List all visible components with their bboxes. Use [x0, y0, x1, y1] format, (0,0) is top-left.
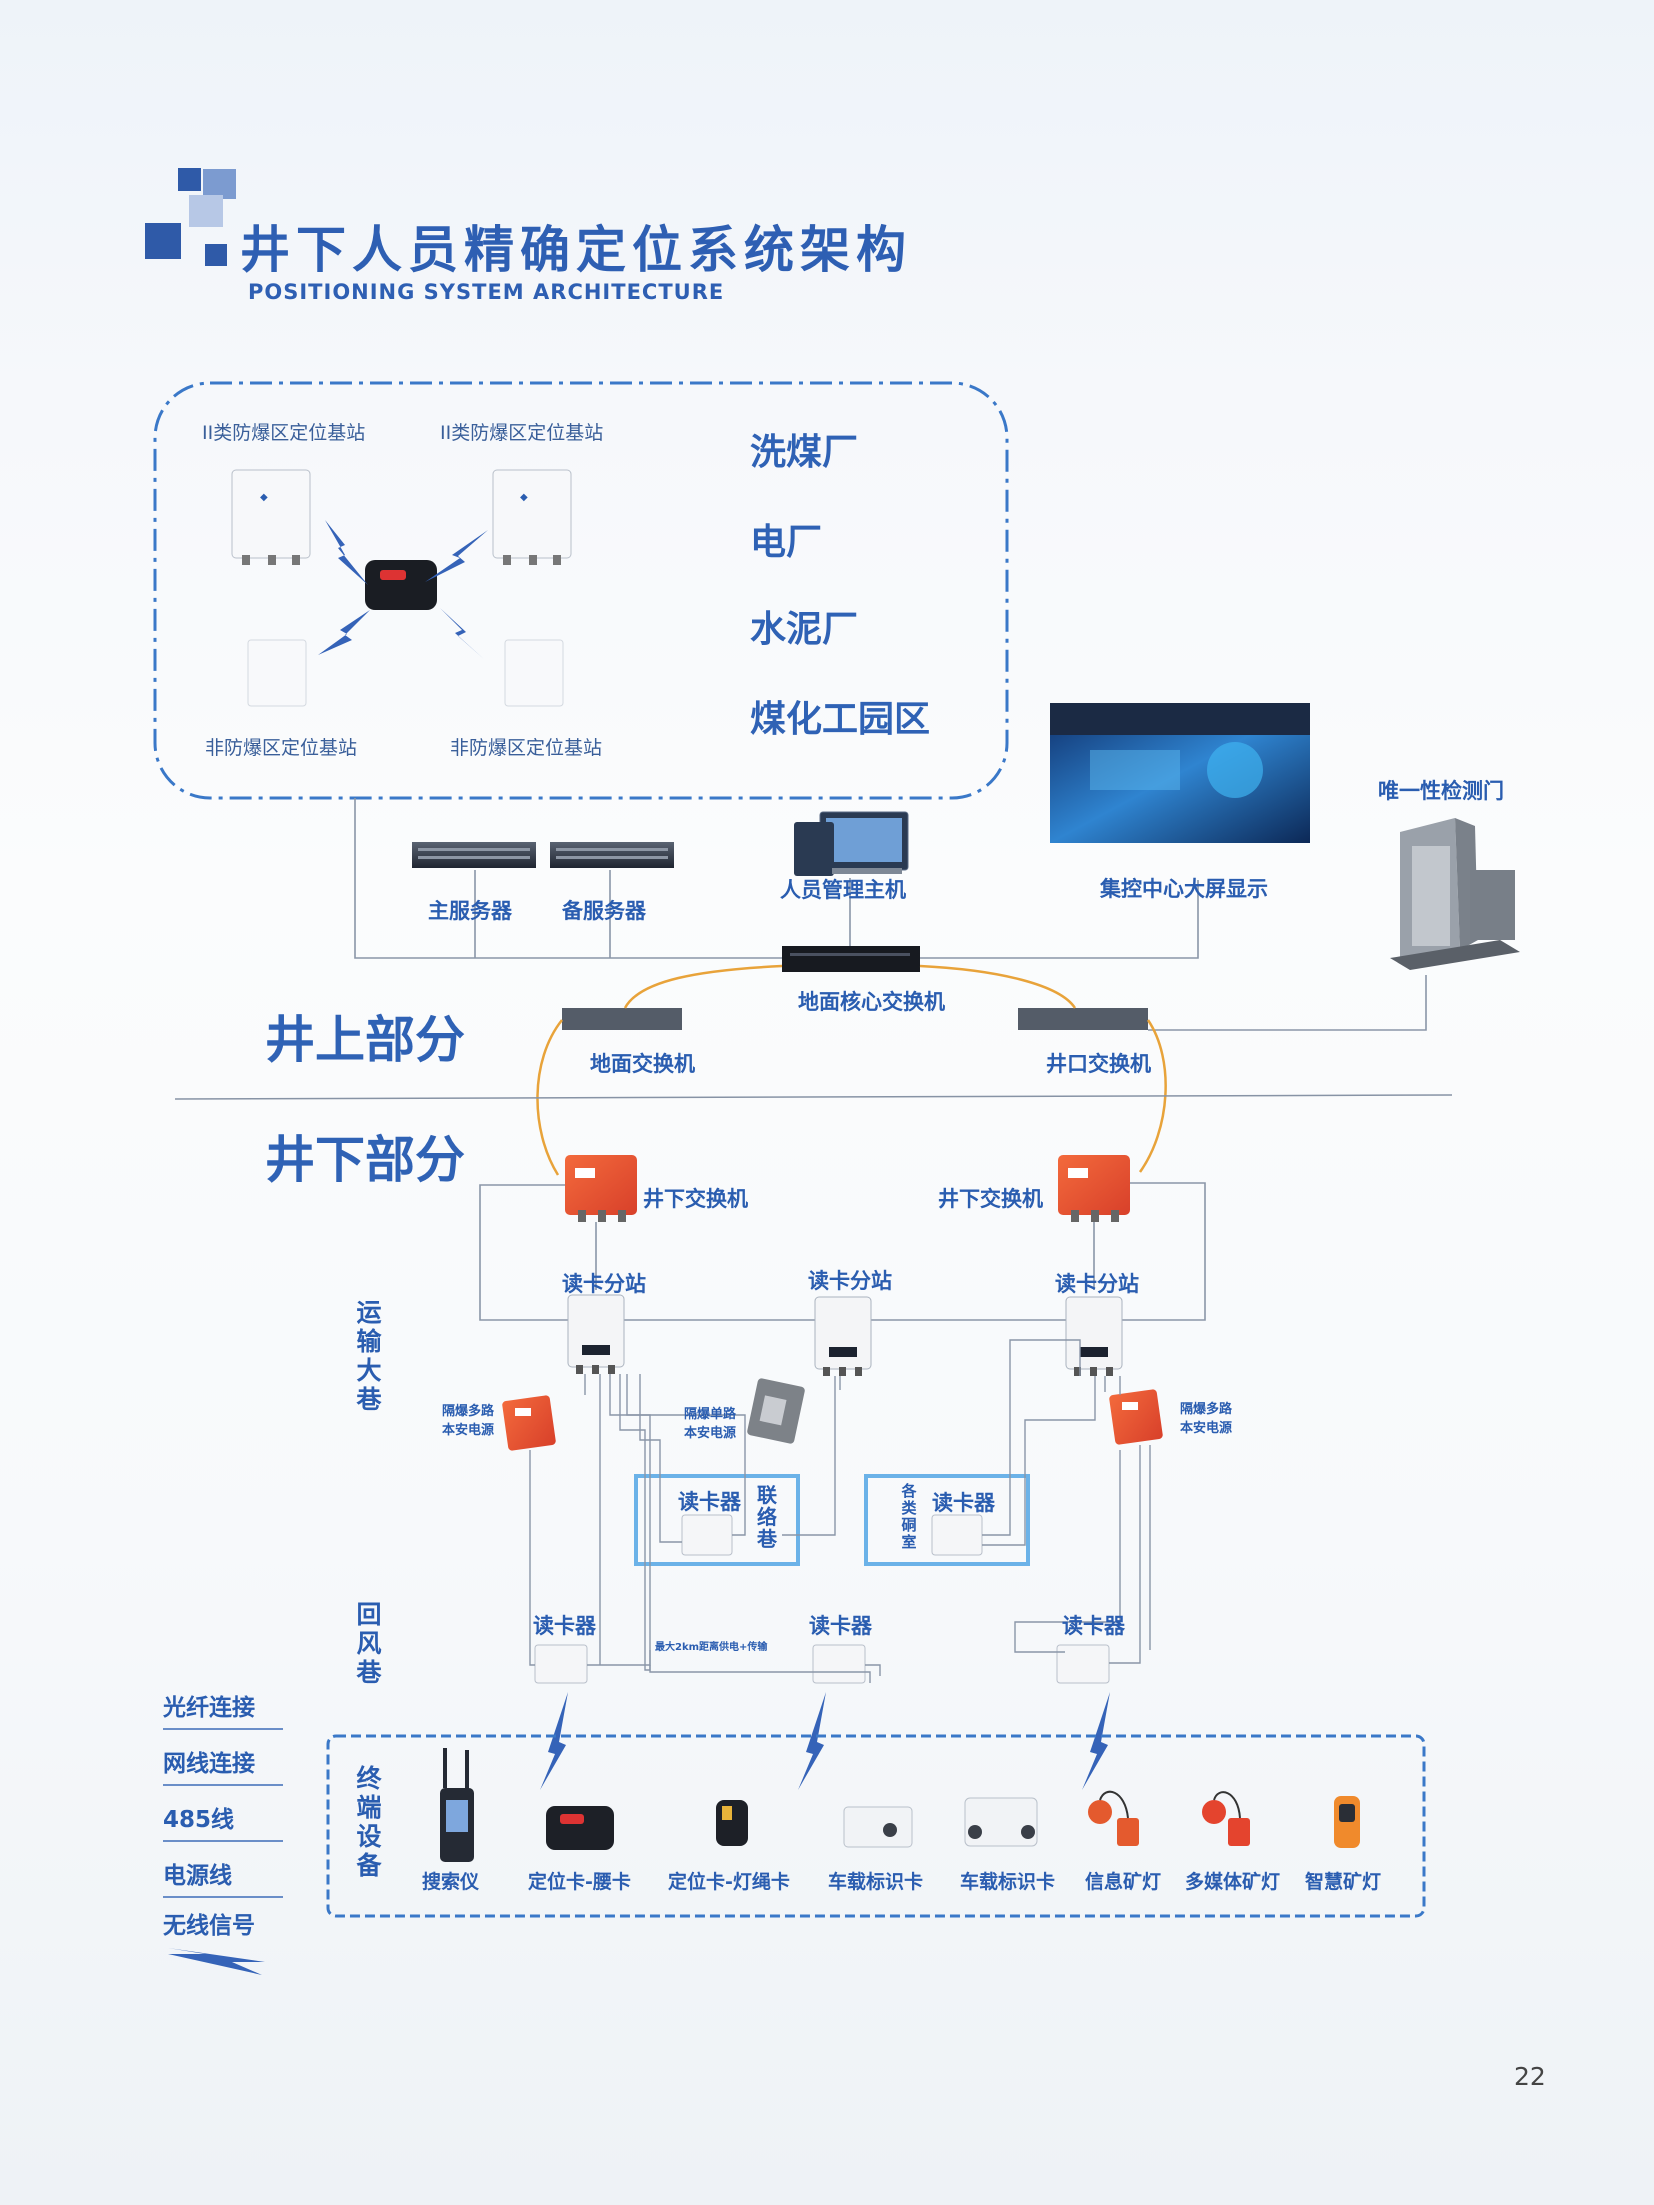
legend-fiber: 光纤连接: [163, 1688, 283, 1730]
liaison-lane-label: 联络巷: [757, 1483, 777, 1551]
terminal-searcher-label: 搜索仪: [422, 1871, 480, 1893]
page-subtitle: POSITIONING SYSTEM ARCHITECTURE: [248, 280, 725, 304]
psu-right-label: 隔爆多路本安电源: [1180, 1402, 1233, 1436]
terminal-vehicle-card-2-label: 车载标识卡: [960, 1871, 1056, 1893]
reader-2-label: 读卡器: [809, 1614, 872, 1638]
terminal-vehicle-card-1-label: 车载标识卡: [828, 1871, 924, 1893]
multimedia-lamp-device: [1202, 1791, 1250, 1846]
underground-section-title: 井下部分: [265, 1131, 465, 1189]
legend-power: 电源线: [163, 1856, 283, 1898]
reader-1-label: 读卡器: [533, 1614, 596, 1638]
smart-lamp-device: [1334, 1796, 1360, 1848]
main-server-label: 主服务器: [428, 899, 512, 923]
ex-station-left-device: ◆: [231, 469, 311, 565]
reader-1-device: [534, 1644, 588, 1684]
core-switch-device: [782, 946, 920, 972]
ground-switch-device: [562, 1008, 682, 1030]
searcher-device: [440, 1748, 474, 1862]
return-lane-label: 回风巷: [356, 1600, 382, 1687]
psu-right-device: [1109, 1389, 1163, 1445]
svg-text:◆: ◆: [520, 492, 528, 503]
substation-3-label: 读卡分站: [1055, 1272, 1139, 1296]
legend-wireless: 无线信号: [163, 1913, 255, 1939]
main-server-device: [412, 842, 536, 868]
terminal-belt-card-label: 定位卡-腰卡: [528, 1871, 631, 1893]
psu-left-label: 隔爆多路本安电源: [442, 1404, 495, 1438]
wireless-bolts-surface: [318, 520, 488, 660]
lamp-cord-card-device: [716, 1800, 748, 1846]
psu-mid-label: 隔爆单路本安电源: [684, 1407, 737, 1441]
liaison-lane-frame: [634, 1474, 800, 1566]
psu-mid-device: [747, 1378, 805, 1444]
vehicle-card-2-device: [964, 1797, 1038, 1847]
backup-server-label: 备服务器: [562, 899, 646, 923]
terminal-lamp-cord-card-label: 定位卡-灯绳卡: [668, 1871, 790, 1893]
reader-chamber-device: [931, 1514, 983, 1556]
legend-485: 485线: [163, 1800, 283, 1842]
reader-chamber-label: 读卡器: [932, 1491, 995, 1515]
terminal-smart-lamp-label: 智慧矿灯: [1305, 1871, 1382, 1893]
shaft-switch-device: [1018, 1008, 1148, 1030]
reader-liaison-device: [681, 1514, 733, 1556]
detect-gate-label: 唯一性检测门: [1378, 779, 1504, 803]
ex-station-right-label: II类防爆区定位基站: [440, 422, 604, 444]
wireless-bolts-underground: [540, 1692, 1110, 1790]
reader-3-label: 读卡器: [1062, 1614, 1125, 1638]
terminals-frame: [326, 1734, 1426, 1918]
terminal-info-lamp-label: 信息矿灯: [1085, 1871, 1162, 1893]
detect-gate-image: [1390, 818, 1520, 970]
underground-switch-left-label: 井下交换机: [643, 1187, 748, 1211]
ground-switch-label: 地面交换机: [590, 1052, 695, 1076]
backup-server-device: [550, 842, 674, 868]
ex-station-left-label: II类防爆区定位基站: [202, 422, 366, 444]
logo-squares-icon: [145, 165, 255, 270]
nonex-station-left-label: 非防爆区定位基站: [205, 737, 358, 759]
page-number: 22: [1514, 2062, 1546, 2091]
shaft-switch-label: 井口交换机: [1046, 1052, 1151, 1076]
substation-3-device: [1065, 1296, 1123, 1376]
chamber-label: 各类硐室: [901, 1482, 917, 1551]
nonex-station-left-device: [247, 639, 307, 707]
big-screen-image: [1050, 703, 1310, 843]
svg-text:◆: ◆: [260, 492, 268, 503]
substation-1-device: [567, 1294, 625, 1374]
reader-liaison-label: 读卡器: [678, 1490, 741, 1514]
underground-switch-right-device: [1058, 1155, 1130, 1222]
vehicle-card-1-device: [843, 1806, 913, 1848]
app-coal-washery: 洗煤厂: [750, 432, 859, 473]
psu-left-device: [502, 1395, 556, 1451]
mgmt-host-label: 人员管理主机: [780, 878, 906, 902]
app-cement-plant: 水泥厂: [750, 609, 859, 650]
big-screen-label: 集控中心大屏显示: [1100, 877, 1268, 901]
center-tag-device: [365, 560, 437, 610]
transport-lane-label: 运输大巷: [356, 1298, 382, 1414]
terminals-label: 终端设备: [356, 1764, 382, 1880]
reader-2-device: [812, 1644, 866, 1684]
above-ground-section-title: 井上部分: [265, 1011, 465, 1069]
nonex-station-right-label: 非防爆区定位基站: [450, 737, 603, 759]
legend-ethernet: 网线连接: [163, 1744, 283, 1786]
mgmt-host-device: [794, 811, 909, 876]
substation-2-device: [814, 1296, 872, 1376]
substation-2-label: 读卡分站: [808, 1269, 892, 1293]
nonex-station-right-device: [504, 639, 564, 707]
page-title: 井下人员精确定位系统架构: [240, 221, 912, 279]
chamber-frame: [864, 1474, 1030, 1566]
app-power-plant: 电厂: [750, 522, 823, 563]
app-coal-chem-park: 煤化工园区: [750, 699, 931, 740]
max-distance-note: 最大2km距离供电+传输: [655, 1642, 768, 1653]
ex-station-right-device: ◆: [492, 469, 572, 565]
underground-switch-right-label: 井下交换机: [938, 1187, 1043, 1211]
surface-zone-frame: [153, 381, 1009, 800]
substation-1-label: 读卡分站: [562, 1272, 646, 1296]
legend-wireless-bolt-icon: [168, 1948, 265, 1975]
reader-3-device: [1056, 1644, 1110, 1684]
info-lamp-device: [1088, 1790, 1139, 1846]
terminal-multimedia-lamp-label: 多媒体矿灯: [1185, 1871, 1281, 1893]
underground-switch-left-device: [565, 1155, 637, 1222]
core-switch-label: 地面核心交换机: [798, 990, 945, 1014]
belt-card-device: [546, 1806, 614, 1850]
